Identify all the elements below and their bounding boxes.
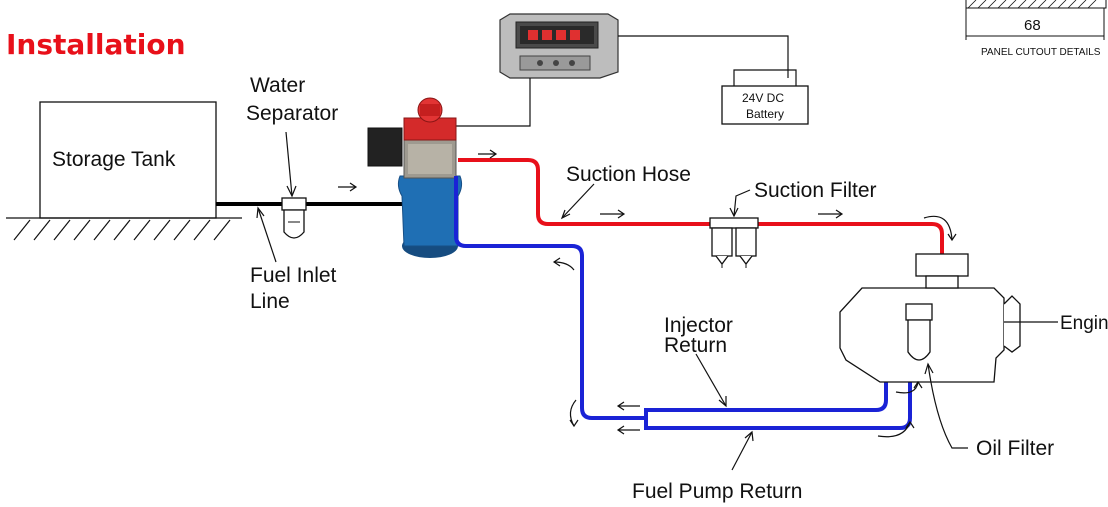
display-battery-wire bbox=[618, 35, 789, 78]
fuel-inlet-label-2: Line bbox=[250, 290, 290, 313]
water-separator-label: Water bbox=[250, 74, 305, 97]
battery-voltage-label: 24V DC bbox=[742, 91, 784, 105]
oil-filter-label: Oil Filter bbox=[976, 437, 1054, 460]
battery: 24V DC Battery bbox=[721, 69, 809, 125]
suction-filter bbox=[709, 217, 759, 268]
injector-return-label-2: Return bbox=[664, 334, 727, 357]
fuel-pump-return-line bbox=[644, 380, 912, 430]
suction-filter-label: Suction Filter bbox=[754, 179, 877, 202]
injector-return-label: Injector bbox=[664, 314, 733, 337]
storage-tank-label: Storage Tank bbox=[52, 148, 176, 171]
water-separator bbox=[281, 197, 307, 239]
suction-hose-leader bbox=[561, 183, 595, 219]
digital-display-unit bbox=[499, 13, 619, 79]
water-separator-label-2: Separator bbox=[246, 102, 338, 125]
ground-hatch bbox=[6, 217, 242, 241]
storage-tank: Storage Tank bbox=[39, 101, 217, 219]
battery-label: Battery bbox=[746, 107, 784, 121]
oil-filter-leader bbox=[927, 363, 968, 449]
fuel-inlet-leader bbox=[257, 207, 277, 263]
flow-curve-arrow-icon bbox=[552, 215, 957, 438]
engine-label: Engine bbox=[1060, 313, 1108, 334]
panel-caption: PANEL CUTOUT DETAILS bbox=[981, 47, 1101, 58]
suction-hose-label: Suction Hose bbox=[566, 163, 691, 186]
engine bbox=[839, 253, 1024, 383]
panel-cutout-detail: 68 PANEL CUTOUT DETAILS bbox=[965, 0, 1107, 58]
display-flowmeter-wire bbox=[438, 78, 531, 127]
fuel-pump-return-leader bbox=[731, 431, 753, 471]
injector-return-leader bbox=[695, 353, 727, 407]
arrow-left-icon bbox=[616, 401, 640, 435]
fuel-inlet-label: Fuel Inlet bbox=[250, 264, 337, 287]
flowmeter bbox=[367, 97, 463, 258]
panel-dimension: 68 bbox=[1024, 17, 1041, 34]
suction-filter-leader bbox=[733, 189, 751, 217]
water-separator-leader bbox=[285, 131, 293, 197]
page-title: Installation bbox=[6, 28, 186, 61]
arrow-right-icon bbox=[338, 149, 844, 219]
injector-return-line bbox=[454, 176, 888, 420]
fuel-pump-return-label: Fuel Pump Return bbox=[632, 480, 802, 503]
suction-hose-line bbox=[458, 158, 944, 254]
